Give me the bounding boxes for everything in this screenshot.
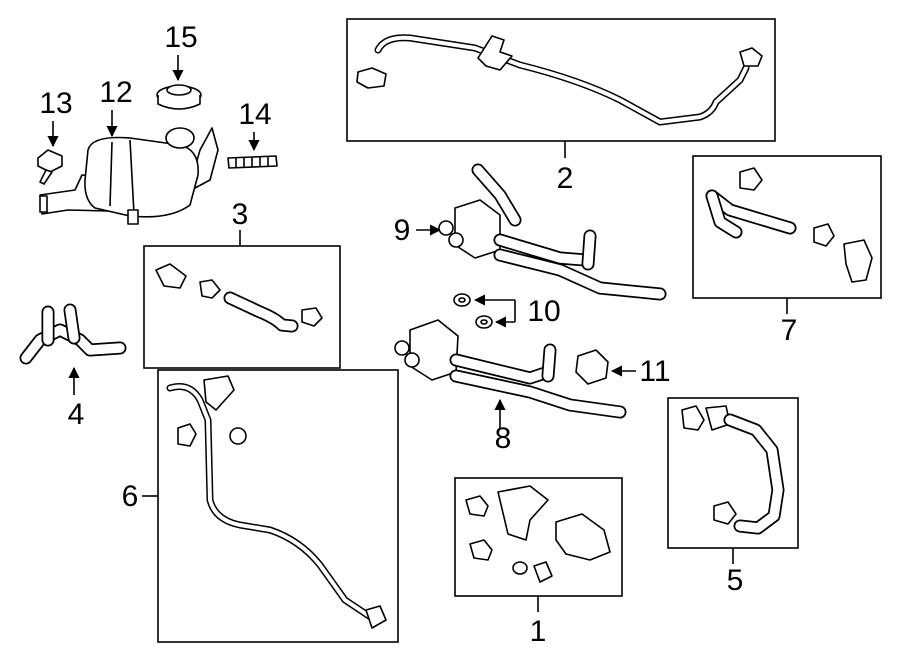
clamp-6: [365, 605, 387, 629]
clamp-7a: [739, 167, 763, 191]
hose-4: [19, 303, 127, 365]
part-10-group: 10: [453, 293, 561, 329]
part-5-hose: [681, 405, 785, 535]
callout-10: 10: [527, 295, 560, 328]
part-3-group: 3: [143, 198, 341, 369]
callout-1: 1: [530, 615, 547, 648]
part-5-group: 5: [667, 397, 799, 597]
callout-3: 3: [232, 198, 249, 231]
bolt-1a: [465, 495, 489, 517]
part-14-group: 14: [227, 98, 278, 169]
bushing-1: [533, 561, 553, 583]
clamp-5a: [681, 405, 705, 431]
part-2-box: [346, 18, 776, 142]
part-3-hose: [155, 263, 323, 333]
bolt-1b: [469, 539, 493, 561]
part-1-pump: [465, 485, 611, 583]
callout-5: 5: [727, 564, 744, 597]
bracket-6: [203, 375, 235, 411]
callout-11: 11: [639, 355, 670, 388]
part-9-group: 9: [394, 163, 667, 301]
clamp-3b: [301, 307, 323, 327]
part-8-group: 8: [394, 319, 627, 455]
clamp-3a: [199, 279, 221, 299]
washer-1: [512, 561, 528, 575]
part-11-group: 11: [575, 349, 671, 388]
part-13-group: 13: [37, 87, 73, 185]
callout-12: 12: [99, 76, 132, 109]
part-7-group: 7: [692, 155, 882, 347]
bolt-6: [177, 423, 197, 447]
bolt-13: [37, 149, 63, 185]
clamp-right: [739, 47, 763, 67]
callout-4: 4: [68, 398, 85, 431]
part-1-group: 1: [454, 477, 623, 648]
pipe-bracket: [477, 35, 513, 71]
reservoir-cap: [156, 84, 202, 110]
part-6-box: [157, 369, 399, 643]
clamp-7b: [813, 223, 835, 247]
valve-pipe-8: [394, 319, 627, 419]
coolant-reservoir: [39, 127, 219, 225]
clip-6: [229, 427, 247, 445]
callout-2: 2: [557, 162, 574, 195]
sensor-11: [575, 349, 609, 385]
part-6-hose: [166, 375, 387, 629]
callout-6: 6: [122, 480, 139, 513]
part-12-group: 12: [39, 76, 219, 225]
pump-1: [555, 513, 611, 561]
connector-7: [843, 239, 873, 283]
part-7-hose: [705, 167, 873, 283]
connector-3: [155, 263, 187, 289]
callout-9: 9: [394, 214, 411, 247]
callout-8: 8: [495, 422, 512, 455]
washers-10: [453, 293, 493, 329]
bracket-1: [497, 485, 549, 541]
callout-13: 13: [39, 87, 72, 120]
part-2-group: 2: [346, 18, 776, 195]
part-3-box: [143, 245, 341, 369]
part-4-group: 4: [19, 303, 127, 431]
callout-7: 7: [781, 314, 798, 347]
part-6-group: 6: [122, 369, 399, 643]
clamp-left: [356, 67, 387, 89]
part-2-pipe: [356, 34, 763, 126]
valve-pipe-9: [438, 163, 667, 301]
clamp-5b: [713, 501, 737, 525]
part-15-group: 15: [156, 21, 202, 110]
callout-15: 15: [164, 21, 197, 54]
callout-14: 14: [238, 98, 271, 131]
